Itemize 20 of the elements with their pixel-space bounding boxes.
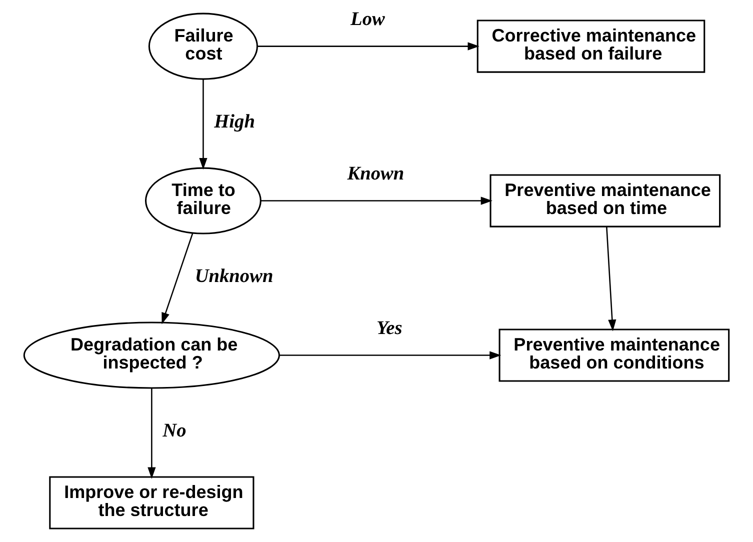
- edge-label: Known: [347, 164, 404, 185]
- edge-label: Unknown: [194, 266, 274, 287]
- node-ellipse: Degradation can be inspected ?: [23, 322, 280, 389]
- node-ellipse: Time to failure: [144, 167, 262, 234]
- node-box: Preventive maintenance based on conditions: [498, 328, 730, 382]
- edge-label: Low: [350, 9, 385, 30]
- edge-label: No: [162, 420, 186, 442]
- edge-label: High: [214, 111, 255, 132]
- node-box: Corrective maintenance based on failure: [476, 20, 706, 73]
- edge-label: Yes: [376, 318, 402, 340]
- arrow: [260, 196, 492, 205]
- arrow: [162, 232, 194, 324]
- arrow: [257, 42, 480, 50]
- node-box: Preventive maintenance based on time: [490, 174, 721, 228]
- arrow: [606, 226, 616, 332]
- node-box: Improve or re-design the structure: [49, 476, 254, 530]
- arrow: [148, 388, 156, 479]
- arrow: [199, 79, 208, 170]
- node-ellipse: Failure cost: [148, 12, 258, 80]
- arrow: [279, 351, 502, 360]
